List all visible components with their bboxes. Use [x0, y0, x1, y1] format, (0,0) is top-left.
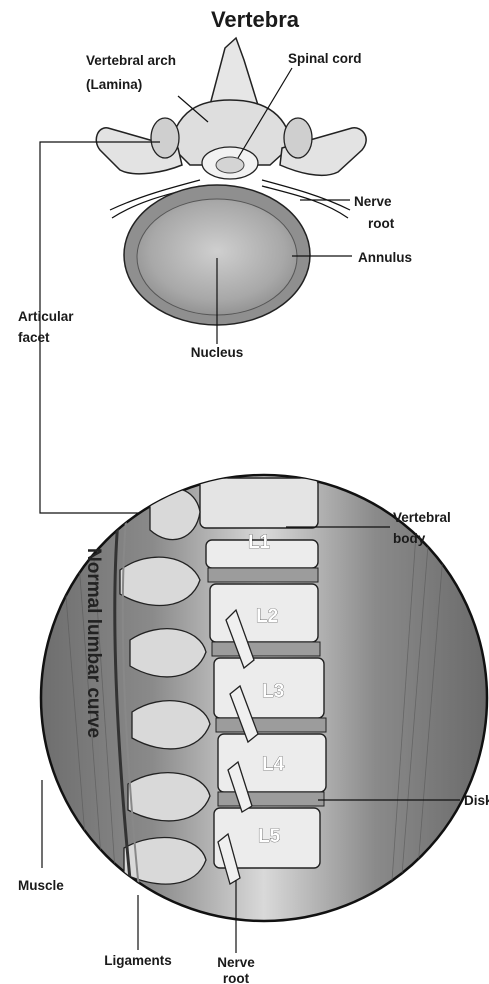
level-label-l3: L3: [262, 681, 284, 702]
label-lamina: (Lamina): [86, 77, 142, 92]
label-vertebral-arch: Vertebral arch: [86, 53, 176, 68]
label-spinal-cord: Spinal cord: [288, 51, 362, 66]
label-nerve-root-top-1: Nerve: [354, 194, 392, 209]
label-facet: facet: [18, 330, 50, 345]
label-disk: Disk: [464, 793, 489, 808]
diagram-title: Vertebra: [211, 7, 300, 32]
label-nerve-root-bottom-1: Nerve: [217, 955, 255, 970]
label-articular: Articular: [18, 309, 74, 324]
level-label-l5: L5: [258, 826, 281, 847]
disk-l4-l5: [218, 792, 324, 806]
label-muscle: Muscle: [18, 878, 64, 893]
label-nerve-root-top-2: root: [368, 216, 395, 231]
label-annulus: Annulus: [358, 250, 412, 265]
label-ligaments: Ligaments: [104, 953, 172, 968]
label-nucleus: Nucleus: [191, 345, 244, 360]
label-vertebral-body-1: Vertebral: [393, 510, 451, 525]
level-label-l4: L4: [262, 754, 285, 775]
level-label-l2: L2: [256, 606, 278, 627]
label-vertebral-body-2: body: [393, 531, 426, 546]
level-label-l1: L1: [248, 532, 271, 553]
normal-lumbar-curve-label: Normal lumbar curve: [83, 548, 104, 738]
label-nerve-root-bottom-2: root: [223, 971, 250, 984]
